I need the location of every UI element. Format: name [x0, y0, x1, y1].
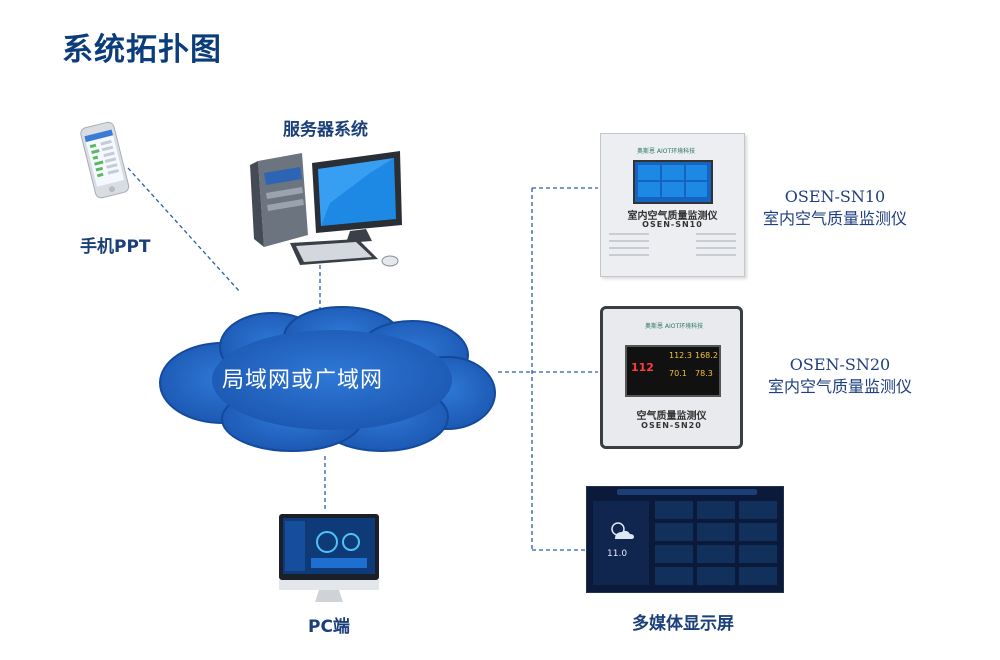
page-title: 系统拓扑图: [62, 32, 222, 68]
sn10-vents: [609, 233, 736, 256]
sn20-reading-3: 168.2: [695, 351, 718, 360]
sn20-name: 室内空气质量监测仪: [767, 377, 912, 396]
sn20-device: 奥斯恩 AIOT环境科技 112 112.3 168.2 70.1 78.3 空…: [600, 306, 743, 449]
cloud-sun-icon: [611, 522, 634, 539]
sn20-reading-1: 112: [631, 361, 654, 374]
sn10-device: 奥斯恩 AIOT环境科技 室内空气质量监测仪 OSEN-SN10: [600, 133, 745, 277]
sn20-panel-model: OSEN-SN20: [641, 421, 702, 430]
display-temp: 11.0: [607, 549, 628, 559]
pc-label: PC端: [308, 617, 350, 637]
phone-label: 手机PPT: [80, 237, 151, 257]
sn20-reading-2: 112.3: [669, 351, 692, 360]
sn10-screen: [633, 160, 713, 204]
sn10-name: 室内空气质量监测仪: [762, 209, 907, 228]
sn20-reading-4: 70.1: [669, 369, 687, 378]
phone-link: [127, 167, 241, 293]
network-cloud-icon: [152, 305, 502, 459]
phone-icon: [74, 120, 136, 206]
display-weather-panel: 11.0: [593, 501, 649, 585]
network-label: 局域网或广域网: [222, 368, 384, 393]
display-screen: 11.0: [586, 486, 784, 593]
sn10-panel-title: 室内空气质量监测仪: [627, 211, 718, 222]
sn10-model: OSEN-SN10: [784, 187, 886, 206]
sn20-panel-title: 空气质量监测仪: [636, 411, 707, 422]
sn10-panel-brand: 奥斯恩 AIOT环境科技: [637, 148, 696, 155]
display-label: 多媒体显示屏: [632, 614, 734, 634]
sn20-model: OSEN-SN20: [789, 355, 891, 374]
server-label: 服务器系统: [283, 120, 368, 140]
sn20-panel-brand: 奥斯恩 AIOT环境科技: [645, 323, 704, 330]
sn20-screen: 112 112.3 168.2 70.1 78.3: [625, 345, 721, 397]
sn20-reading-5: 78.3: [695, 369, 713, 378]
display-header-bar: [617, 489, 757, 495]
sn10-caption: OSEN-SN10 室内空气质量监测仪: [745, 186, 925, 230]
sn10-panel-model: OSEN-SN10: [642, 220, 703, 229]
display-grid: [655, 501, 777, 585]
sn20-caption: OSEN-SN20 室内空气质量监测仪: [750, 354, 930, 398]
pc-monitor-icon: [277, 512, 381, 608]
server-computer-icon: [250, 143, 410, 277]
